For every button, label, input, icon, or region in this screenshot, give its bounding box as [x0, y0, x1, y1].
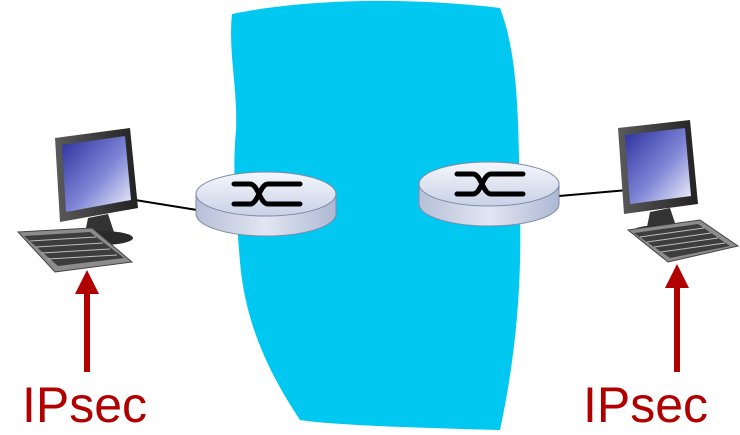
router-right [419, 162, 559, 226]
desktop-computer-icon [618, 120, 738, 262]
host-left [18, 128, 138, 272]
router-icon [419, 162, 559, 226]
desktop-computer-icon [18, 128, 138, 272]
ipsec-label-right: IPsec [583, 380, 708, 430]
ipsec-label-left: IPsec [22, 380, 147, 430]
link-router-right-host [559, 190, 628, 196]
router-left [196, 172, 336, 236]
router-icon [196, 172, 336, 236]
host-right [618, 120, 738, 262]
link-left-host-router [135, 200, 197, 210]
